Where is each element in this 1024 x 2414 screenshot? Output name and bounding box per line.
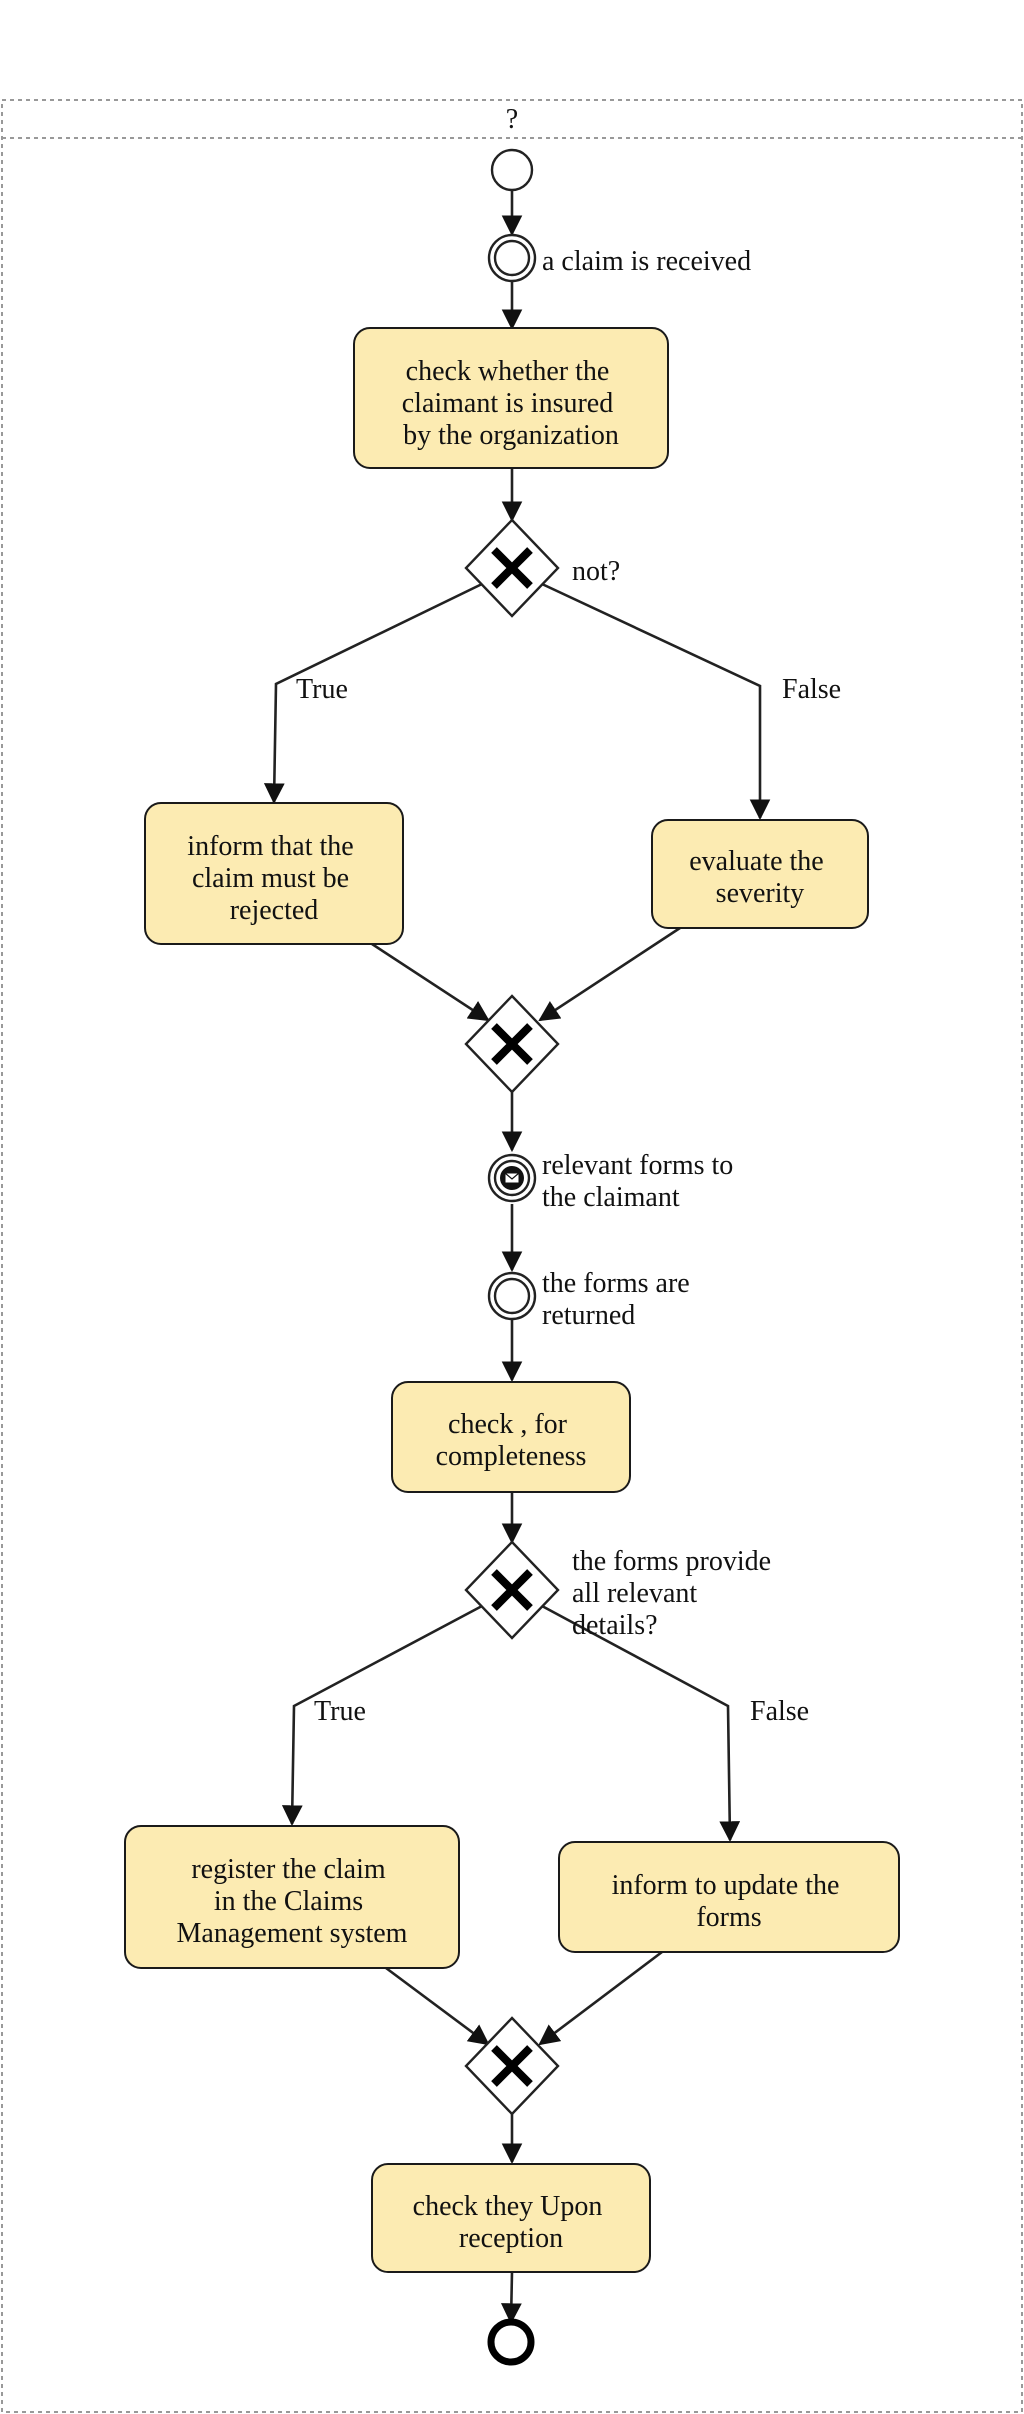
gateway2-true-label: True xyxy=(314,1696,366,1727)
pool-frame xyxy=(1,99,1023,2413)
pool-title: ? xyxy=(506,104,518,135)
intermediate-event-claim-received xyxy=(487,233,537,283)
gateway1-true-label: True xyxy=(296,674,348,705)
envelope-icon xyxy=(504,1172,520,1184)
task-inform-rejected-label: inform that the claim must be rejected xyxy=(187,831,360,926)
task-evaluate-severity-label: evaluate the severity xyxy=(689,846,830,909)
task-check-upon-reception xyxy=(371,2163,651,2273)
task-evaluate-severity xyxy=(651,819,869,929)
gateway2-question: the forms provide all relevant details? xyxy=(572,1546,778,1641)
exclusive-gateway-join-1 xyxy=(464,994,560,1094)
intermediate-event-forms-returned xyxy=(487,1271,537,1321)
gateway2-false-label: False xyxy=(750,1696,809,1727)
sequence-flows xyxy=(263,190,771,2325)
intermediate-event-send-forms xyxy=(487,1153,537,1203)
task-check-insured-label: check whether the claimant is insured by… xyxy=(402,356,621,451)
task-register-claim-label: register the claim in the Claims Managem… xyxy=(177,1854,408,1949)
event-label-send-forms: relevant forms to the claimant xyxy=(542,1150,740,1213)
flow-gateway2-true xyxy=(281,1604,483,1827)
exclusive-gateway-2 xyxy=(464,1540,560,1640)
flow-inform-to-join2 xyxy=(538,1950,663,2046)
exclusive-gateway-1 xyxy=(464,518,560,618)
flow-severity-to-join1 xyxy=(538,926,681,1022)
event-label-claim-received: a claim is received xyxy=(542,246,751,277)
flow-gateway2-false xyxy=(541,1604,741,1843)
end-event xyxy=(487,2318,535,2366)
flow-check-to-end xyxy=(500,2271,522,2325)
flow-gateway1-true xyxy=(263,582,483,805)
gateway1-question: not? xyxy=(572,556,620,587)
flow-register-to-join2 xyxy=(385,1966,490,2046)
flow-gateway1-false xyxy=(541,582,771,821)
task-check-insured xyxy=(353,327,669,469)
task-check-completeness-label: check , for completeness xyxy=(436,1409,587,1472)
gateway1-false-label: False xyxy=(782,674,841,705)
task-check-completeness xyxy=(391,1381,631,1493)
event-label-forms-returned: the forms are returned xyxy=(542,1268,697,1331)
flow-rejected-to-join1 xyxy=(371,942,490,1022)
start-event xyxy=(490,148,534,192)
task-inform-update-forms-label: inform to update the forms xyxy=(612,1870,847,1933)
exclusive-gateway-join-2 xyxy=(464,2016,560,2116)
task-check-upon-reception-label: check they Upon reception xyxy=(413,2191,610,2254)
task-inform-update-forms xyxy=(558,1841,900,1953)
task-register-claim xyxy=(124,1825,460,1969)
task-inform-rejected xyxy=(144,802,404,945)
